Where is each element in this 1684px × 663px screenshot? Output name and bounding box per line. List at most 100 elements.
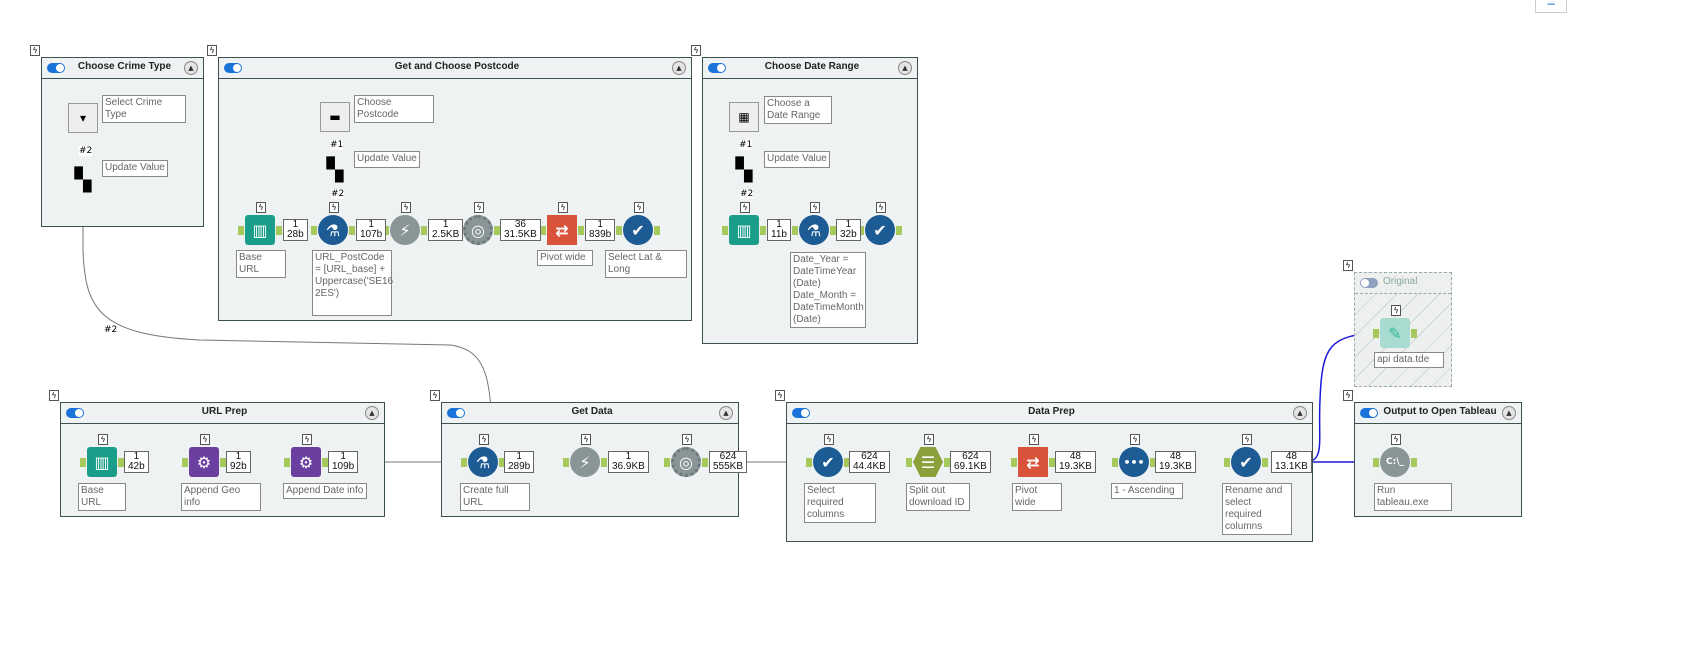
macro-icon[interactable]: ⚙ [189,447,219,477]
input-anchor[interactable] [1373,329,1379,338]
zoom-toggle-button[interactable]: − [1535,0,1567,13]
split-icon[interactable]: ☰ [913,447,943,477]
tool-lightning-icon: ϟ [474,202,484,213]
dropdown-icon[interactable]: ▾ [68,103,98,133]
sort-icon[interactable]: ••• [1119,447,1149,477]
output-anchor[interactable] [1049,458,1055,467]
tde-icon[interactable]: ✎ [1380,318,1410,348]
book-icon[interactable]: ▥ [245,215,275,245]
input-anchor[interactable] [722,226,728,235]
clapper-icon[interactable]: ▚ [74,167,92,193]
calendar-icon[interactable]: ▦ [729,102,759,132]
output-anchor[interactable] [349,226,355,235]
output-anchor[interactable] [844,458,850,467]
output-anchor[interactable] [896,226,902,235]
output-anchor[interactable] [760,226,766,235]
output-anchor[interactable] [421,226,427,235]
output-anchor[interactable] [276,226,282,235]
input-anchor[interactable] [1224,458,1230,467]
container-enable-toggle[interactable] [447,408,465,418]
input-anchor[interactable] [664,458,670,467]
output-anchor[interactable] [494,226,500,235]
badge-size: 109b [332,461,355,472]
output-anchor[interactable] [601,458,607,467]
container-enable-toggle[interactable] [47,63,65,73]
output-anchor[interactable] [702,458,708,467]
output-anchor[interactable] [654,226,660,235]
container-enable-toggle[interactable] [708,63,726,73]
collapse-icon[interactable]: ▲ [898,61,912,75]
tool-annotation: Pivot wide [1012,483,1062,511]
output-anchor[interactable] [322,458,328,467]
badge-size: 42b [128,461,145,472]
pivot-icon[interactable]: ⇄ [547,215,577,245]
output-anchor[interactable] [944,458,950,467]
formula-icon[interactable]: ⚗ [468,447,498,477]
output-anchor[interactable] [1262,458,1268,467]
download-icon[interactable]: ⚡ [390,215,420,245]
input-anchor[interactable] [182,458,188,467]
book-icon[interactable]: ▥ [729,215,759,245]
book-icon[interactable]: ▥ [87,447,117,477]
formula-icon[interactable]: ⚗ [799,215,829,245]
input-anchor[interactable] [858,226,864,235]
badge-records: 624 [962,451,979,462]
container-title: Choose Crime Type [77,61,172,72]
macro-icon[interactable]: ⚙ [291,447,321,477]
container-enable-toggle[interactable] [66,408,84,418]
select-icon[interactable]: ✔ [1231,447,1261,477]
input-anchor[interactable] [238,226,244,235]
input-anchor[interactable] [1112,458,1118,467]
download-icon[interactable]: ⚡ [570,447,600,477]
container-enable-toggle[interactable] [224,63,242,73]
output-anchor[interactable] [1150,458,1156,467]
json-icon[interactable]: ◎ [671,447,701,477]
input-anchor[interactable] [284,458,290,467]
output-anchor[interactable] [1411,458,1417,467]
collapse-icon[interactable]: ▲ [1502,406,1516,420]
container-header: Get Data▲ [442,403,738,424]
container-header: Output to Open Tableau▲ [1355,403,1521,424]
badge-records: 1 [516,451,522,462]
container-enable-toggle[interactable] [1360,278,1378,288]
badge-records: 48 [1069,451,1081,462]
input-anchor[interactable] [80,458,86,467]
clapper-icon[interactable]: ▚ [735,157,753,183]
output-anchor[interactable] [578,226,584,235]
output-anchor[interactable] [220,458,226,467]
input-anchor[interactable] [461,458,467,467]
run-command-icon[interactable]: C:\_ [1380,447,1410,477]
output-anchor[interactable] [499,458,505,467]
collapse-icon[interactable]: ▲ [1293,406,1307,420]
formula-icon[interactable]: ⚗ [318,215,348,245]
input-anchor[interactable] [540,226,546,235]
collapse-icon[interactable]: ▲ [672,61,686,75]
output-anchor[interactable] [1411,329,1417,338]
select-icon[interactable]: ✔ [623,215,653,245]
input-anchor[interactable] [616,226,622,235]
input-anchor[interactable] [1011,458,1017,467]
textbox-icon[interactable]: ▬ [320,102,350,132]
input-anchor[interactable] [792,226,798,235]
json-icon[interactable]: ◎ [463,215,493,245]
collapse-icon[interactable]: ▲ [184,61,198,75]
input-anchor[interactable] [806,458,812,467]
container-enable-toggle[interactable] [792,408,810,418]
collapse-icon[interactable]: ▲ [719,406,733,420]
container-enable-toggle[interactable] [1360,408,1378,418]
input-anchor[interactable] [311,226,317,235]
connection-tag: #2 [79,146,93,156]
badge-records: 1 [133,451,140,462]
pivot-icon[interactable]: ⇄ [1018,447,1048,477]
tool-annotation: Append Date info [283,483,367,499]
select-icon[interactable]: ✔ [813,447,843,477]
clapper-icon[interactable]: ▚ [326,157,344,183]
output-anchor[interactable] [118,458,124,467]
input-anchor[interactable] [1373,458,1379,467]
input-anchor[interactable] [906,458,912,467]
output-anchor[interactable] [830,226,836,235]
collapse-icon[interactable]: ▲ [365,406,379,420]
input-anchor[interactable] [563,458,569,467]
select-icon[interactable]: ✔ [865,215,895,245]
